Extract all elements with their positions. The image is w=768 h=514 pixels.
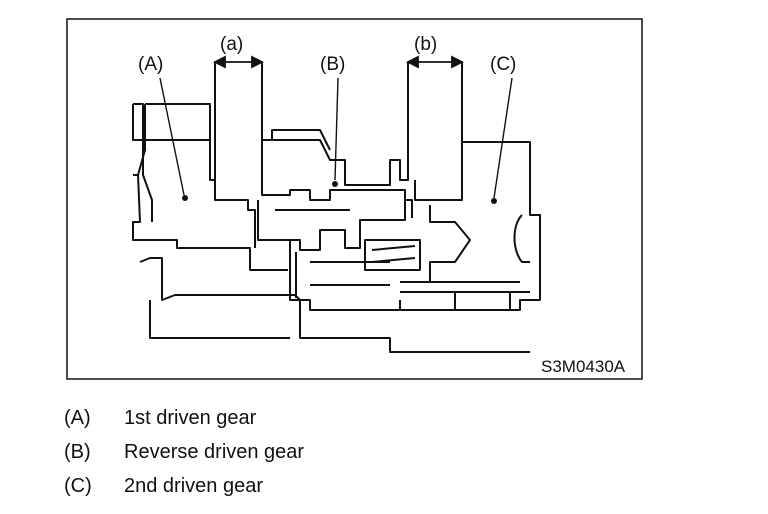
- gear-diagram: (a) (b) (A) (B) (C) S3M0430A: [66, 18, 643, 380]
- legend-desc: Reverse driven gear: [124, 441, 305, 463]
- legend-key: (C): [64, 475, 92, 497]
- gear-b-hub: [262, 62, 409, 186]
- callout-b-dim: (b): [414, 34, 437, 55]
- lever-shape: [133, 103, 153, 222]
- gear-b-top: [271, 129, 331, 151]
- figure-code: S3M0430A: [541, 357, 626, 376]
- callout-a-dim: (a): [220, 34, 243, 55]
- dot-b: [332, 181, 338, 187]
- legend-item: (B) Reverse driven gear: [64, 435, 664, 469]
- legend-key: (B): [64, 441, 91, 463]
- gear-c-inner: [429, 205, 471, 282]
- legend-key: (A): [64, 407, 91, 429]
- gear-a-top: [144, 104, 210, 141]
- dot-a: [182, 195, 188, 201]
- leader-a: [159, 77, 185, 196]
- housing-base-line: [149, 300, 290, 339]
- gear-a-body: [145, 103, 256, 248]
- sleeve-lines: [295, 252, 390, 298]
- gear-c-body: [400, 62, 541, 311]
- leader-b: [334, 77, 339, 181]
- gear-a-right-edge: [214, 62, 263, 195]
- dot-c: [491, 198, 497, 204]
- callout-A: (A): [138, 54, 163, 75]
- gear-c-lower: [400, 281, 530, 310]
- legend-desc: 1st driven gear: [124, 407, 257, 429]
- dim-a-arrow-right: [251, 55, 265, 69]
- dim-b-arrow-right: [451, 55, 465, 69]
- legend-desc: 2nd driven gear: [124, 475, 263, 497]
- legend-item: (A) 1st driven gear: [64, 401, 664, 435]
- legend-item: (C) 2nd driven gear: [64, 469, 664, 503]
- dim-a-arrow-left: [212, 55, 226, 69]
- gear-c-left: [414, 142, 463, 201]
- figure-frame: [66, 18, 643, 380]
- synchro-detail: [364, 239, 421, 271]
- leader-c: [493, 77, 513, 199]
- legend: (A) 1st driven gear (B) Reverse driven gea…: [64, 401, 664, 503]
- callout-C: (C): [490, 54, 516, 75]
- gear-c-knuckle: [513, 214, 530, 263]
- gear-b-body: [261, 140, 413, 218]
- callout-B: (B): [320, 54, 345, 75]
- hub-inner-left: [257, 200, 406, 251]
- hub-inner-lower: [275, 209, 401, 311]
- dim-b-arrow-left: [405, 55, 419, 69]
